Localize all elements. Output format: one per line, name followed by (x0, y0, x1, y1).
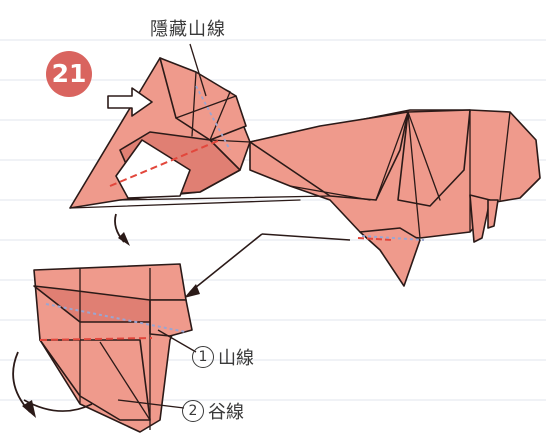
hidden-mountain-fold-label: 隱藏山線 (150, 19, 226, 40)
mountain-fold-text: 山線 (218, 348, 254, 369)
detail-valley-fold-line (39, 337, 153, 341)
hidden-mountain-leader (189, 43, 207, 97)
valley-label-leader (117, 399, 185, 409)
hidden-mountain-fold-line (195, 85, 231, 151)
valley-fold-line-top (109, 139, 221, 187)
leg-mountain-fold-line (361, 235, 425, 241)
step-number-badge: 21 (46, 51, 92, 97)
valley-fold-text: 谷線 (208, 402, 244, 423)
valley-fold-marker: 2 (182, 400, 204, 422)
model-rear-leg (469, 194, 491, 243)
detail-pointer-arrowhead (184, 284, 200, 298)
detail-leg-right (149, 299, 193, 337)
mountain-fold-label: 1 山線 (192, 344, 254, 370)
valley-fold-label: 2 谷線 (182, 398, 244, 424)
leg-valley-fold-line (357, 237, 393, 241)
white-block-arrow-icon (107, 87, 153, 117)
mountain-fold-marker: 1 (192, 346, 214, 368)
detail-pointer-line (261, 233, 351, 241)
model-front-leg (359, 227, 421, 287)
model-rear-leg-2 (487, 199, 499, 229)
mountain-label-leader (157, 329, 197, 353)
detail-view (33, 263, 193, 433)
